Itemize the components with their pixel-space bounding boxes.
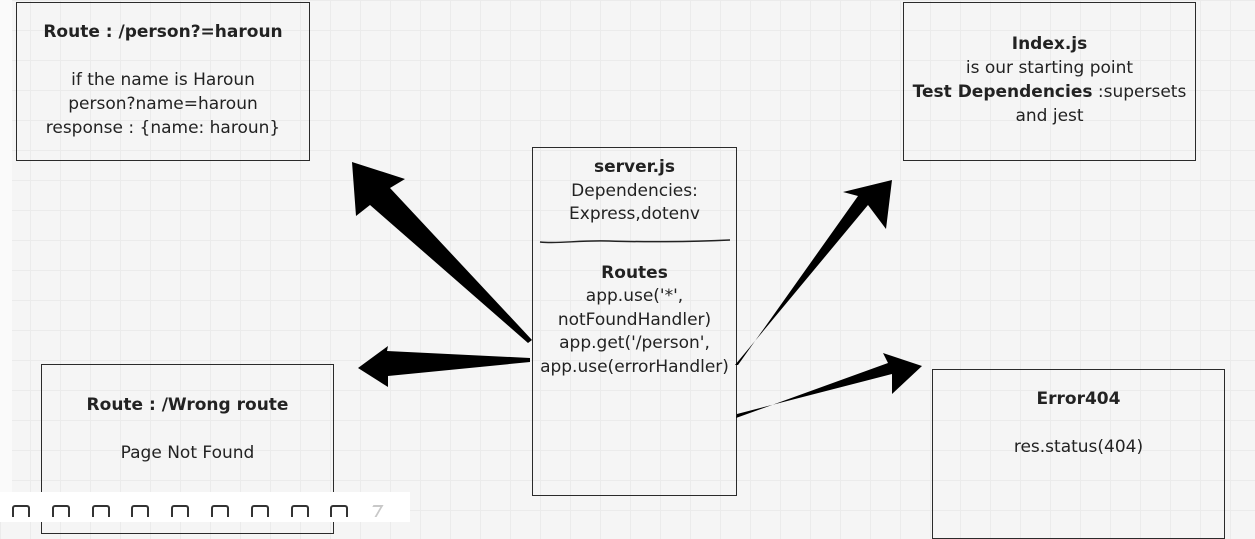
comment-tool-icon[interactable] [210, 492, 251, 517]
person-route-card[interactable]: Route : /person?=haroun if the name is H… [16, 2, 310, 161]
wrong-route-title: Route : /Wrong route [86, 395, 289, 415]
server-deps-value: Express,dotenv [569, 204, 700, 224]
person-route-query: person?name=haroun [68, 94, 258, 114]
test-deps-value: :supersets [1092, 82, 1187, 102]
error404-title: Error404 [1036, 389, 1121, 409]
arrows-layer [352, 162, 922, 418]
index-js-test-deps-more: and jest [1015, 106, 1084, 126]
canvas-edge [0, 0, 12, 517]
divider-line [539, 238, 731, 243]
person-route-condition: if the name is Haroun [71, 70, 255, 90]
error404-card[interactable]: Error404 res.status(404) [932, 369, 1225, 539]
route-line-3: app.get('/person', [559, 333, 710, 353]
arrow-to-person-route[interactable] [352, 162, 532, 343]
route-line-4: app.use(errorHandler) [540, 356, 729, 377]
copy-tool-icon[interactable] [91, 492, 132, 517]
person-route-response: response : {name: haroun} [45, 118, 281, 138]
routes-title: Routes [601, 262, 668, 283]
video-tool-icon[interactable] [250, 492, 291, 517]
like-tool-icon[interactable] [330, 492, 370, 517]
export-tool-icon[interactable] [171, 492, 211, 517]
sticky-note-tool-icon[interactable] [12, 492, 52, 517]
list-tool-icon[interactable] [131, 492, 171, 517]
arrow-to-error404[interactable] [736, 353, 922, 418]
route-line-2: notFoundHandler) [557, 309, 712, 330]
error404-status: res.status(404) [1013, 437, 1144, 457]
card-tool-icon[interactable] [51, 492, 92, 517]
wrong-route-message: Page Not Found [120, 443, 255, 463]
wrong-route-card[interactable]: Route : /Wrong route Page Not Found [41, 364, 334, 534]
bottom-toolbar [0, 492, 410, 522]
person-route-title: Route : /person?=haroun [43, 22, 283, 42]
server-js-title: server.js [593, 157, 675, 177]
collapse-tool-icon[interactable] [366, 492, 410, 517]
arrow-to-wrong-route[interactable] [358, 346, 530, 387]
index-js-test-deps: Test Dependencies :supersets [904, 80, 1195, 104]
server-deps-label: Dependencies: [571, 180, 698, 201]
index-js-description: is our starting point [965, 58, 1134, 78]
index-js-title: Index.js [1011, 34, 1088, 54]
route-line-1: app.use('*', [585, 286, 684, 306]
arrow-to-index-js[interactable] [735, 180, 892, 365]
test-deps-label: Test Dependencies [912, 82, 1093, 102]
timer-tool-icon[interactable] [290, 492, 331, 517]
server-js-card[interactable]: server.js Dependencies: Express,dotenv R… [532, 147, 737, 496]
index-js-card[interactable]: Index.js is our starting point Test Depe… [903, 2, 1196, 161]
